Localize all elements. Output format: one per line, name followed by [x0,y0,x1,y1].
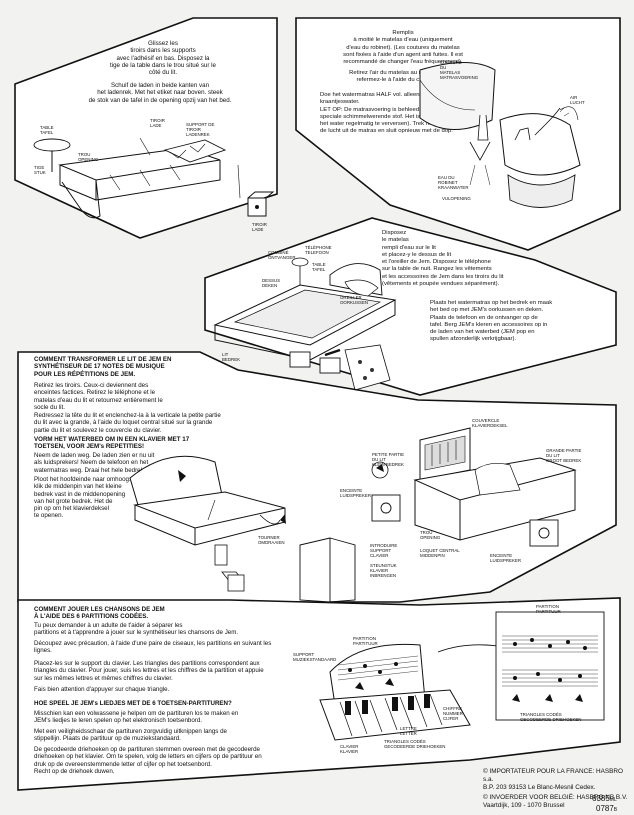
panel-3-text-nl: Plaats het watermatras op het bedrek en … [430,300,553,343]
label-chiffre: CHIFFRE NUMMER CIJFER [443,706,463,721]
panel-4-heading: COMMENT TRANSFORMER LE LIT DE JEM EN SYN… [34,356,172,378]
code-suffix-1: ML [609,797,617,803]
code-suffix-2: B [613,807,618,813]
label-support: SUPPORT DE TIROIR LADENREK [186,122,215,137]
label-dessus: DESSUS DEKEN [262,278,281,288]
footer-fr-line2: B.P. 203 93153 Le Blanc-Mesnil Cedex. [483,784,596,791]
footer-fr-line1: © IMPORTATEUR POUR LA FRANCE: HASBRO s.a… [483,768,623,783]
panel-5-p3: Placez-les sur le support du clavier. Le… [34,660,264,682]
panel-5-heading: COMMENT JOUER LES CHANSONS DE JEM À L'AI… [34,606,165,621]
label-tiroir-bottom: TIROIR LADE [252,222,267,232]
label-vulopening: VULOPENING [442,196,471,201]
label-eau: EAU DU ROBINET KRAANWATER [438,175,469,190]
label-support-5: SUPPORT MUZIEKSTANDAARD [293,652,337,662]
label-petite: PETITE PARTIE DU LIT KLEIN BEDREK [372,452,405,467]
label-enceinte-2: ENCEINTE LUIDSPREKER [490,553,521,563]
product-code-1: 6385ML [592,794,617,805]
label-table-3: TABLE TAFEL [312,262,326,272]
label-telephone: TÉLÉPHONE TELEFOON [305,245,332,255]
label-partition: PARTITION PARTITUUR [353,636,378,646]
panel-4-p-nl1: Neem de laden weg. De laden zien er nu u… [34,452,156,474]
panel-5-heading-nl: HOE SPEEL JE JEM's LIEDJES MET DE 6 TOET… [34,700,232,707]
label-trou-4: TROU OPENING [420,530,441,540]
panel-3-text-fr: Disposez le matelas rempli d'eau sur le … [382,230,504,288]
label-steunstuk: STEUNSTUK KLAVIER INBRENGEN [370,563,397,578]
label-triangles: TRIANGLES CODÉS GECODEERDE DRIEHOEKEN [384,739,446,749]
label-triangles-2: TRIANGLES CODÉS GECODEERDE DRIEHOEKEN [520,712,582,722]
label-oreiller: OREILLER OORKUSSEN [340,295,369,305]
panel-5-p-nl3: De gecodeerde driehoeken op de partiture… [34,746,262,775]
label-partition-2: PARTITION PARTITUUR [536,604,561,614]
footer-be-line1: © INVOERDER VOOR BELGIË: HASBRO NB B.V. [483,794,628,801]
label-clavier: CLAVIER KLAVIER [340,744,359,754]
panel-5-p-nl1: Misschien kan een volwassene je helpen o… [34,710,239,725]
label-introduire: INTRODUIRE SUPPORT CLAVIER [370,543,398,558]
label-tige: TIGE STUK [34,165,46,175]
label-tourner: TOURNER OMDRAAIEN [258,535,285,545]
code-number-2: 0787 [596,804,614,813]
product-code-2: 0787B [596,804,617,815]
label-enceinte-1: ENCEINTE LUIDSPREKER [340,488,371,498]
panel-5-p2: Découpez avec précaution, à l'aide d'une… [34,640,272,655]
label-grande: GRANDE PARTIE DU LIT GROOT BEDREK [546,448,582,463]
label-lettre: LETTRE LETTER [400,726,417,736]
label-tiroir-top: TIROIR LADE [150,118,165,128]
label-table: TABLE TAFEL [40,125,54,135]
label-couture: COUTURE DU MATELAS MATRASVOERING [440,60,479,80]
panel-5-p1: Tu peux demander à un adulte de t'aider … [34,622,239,637]
panel-1-text-fr: Glissez les tiroirs dans les supports av… [110,40,216,77]
label-lit: LIT BEDREK [222,352,241,362]
panel-5-p-nl2: Met een veiligheidsschaar de partituren … [34,728,227,743]
panel-5-p4: Fais bien attention d'appuyer sur chaque… [34,686,170,693]
panel-1-text-nl: Schuif de laden in beide kanten van het … [88,82,232,104]
code-number-1: 6385 [592,794,610,803]
footer-be-line2: Vaartdijk, 109 - 1070 Brussel [483,802,565,809]
label-loquet: LOQUET CENTRAL MIDDENPIN [420,548,460,558]
panel-4-p1: Retirez les tiroirs. Ceux-ci deviennent … [34,382,163,411]
label-combine: COMBINÉ ONTVANGER [268,250,296,260]
footer-importer-fr: © IMPORTATEUR POUR LA FRANCE: HASBRO s.a… [483,768,633,810]
panel-4-p-nl2: Ploot het hoofdeinde naar omhoog. en kli… [34,476,139,520]
panel-2-text-fr: Remplis à moitié le matelas d'eau (uniqu… [343,30,463,66]
label-air: AIR LUCHT [570,95,585,105]
panel-4-p2: Redressez la tête du lit et enclenchez-l… [34,412,221,434]
label-trou: TROU OPENING [78,152,99,162]
panel-4-heading-nl: VORM HET WATERBED OM IN EEN KLAVIER MET … [34,436,190,451]
label-couvercle: COUVERCLE KLAVIERDEKSEL [472,418,508,428]
